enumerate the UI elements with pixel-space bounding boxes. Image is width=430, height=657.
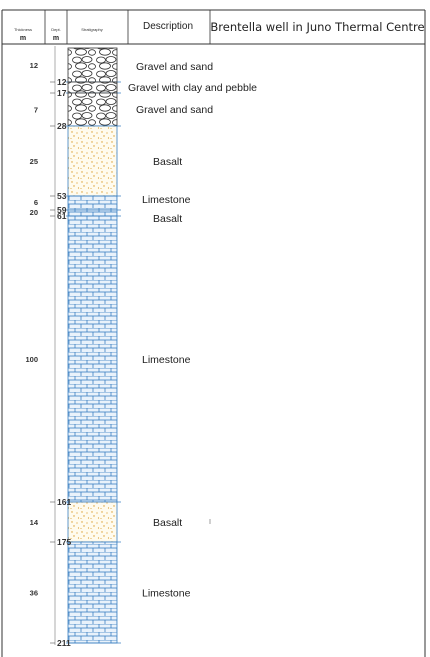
layer-basalt [67, 125, 118, 197]
thickness-unit: m [19, 35, 27, 42]
thickness-label: 100 [25, 355, 38, 364]
layer-description: Limestone [142, 588, 191, 600]
depth-unit: m [52, 35, 60, 42]
layer-description: Gravel with clay and pebble [128, 82, 257, 94]
depth-label: 12 [57, 77, 67, 87]
thickness-label: 6 [34, 198, 38, 207]
layer-description: Limestone [142, 194, 191, 206]
layer-gravel [67, 81, 118, 94]
layer-gravel [67, 92, 118, 127]
depth-label: 59 [57, 205, 67, 215]
layer-description: Basalt [153, 156, 182, 168]
layer-description: Limestone [142, 354, 191, 366]
thickness-label: 36 [30, 589, 38, 598]
depth-header: Dept. [51, 27, 61, 32]
layer-description: Basalt [153, 517, 182, 529]
layer-limestone [67, 541, 118, 644]
layer-limestone [67, 215, 118, 503]
thickness-label: 25 [30, 157, 38, 166]
depth-label: 161 [57, 497, 71, 507]
thickness-label: 14 [30, 518, 39, 527]
thickness-label: 20 [30, 208, 38, 217]
stratigraphy-header: Stratigraphy [81, 27, 103, 32]
depth-label: 28 [57, 121, 67, 131]
layer-description: Gravel and sand [136, 61, 213, 73]
layer-description: Basalt [153, 213, 182, 225]
layer-limestone [67, 209, 118, 217]
layer-description: Gravel and sand [136, 104, 213, 116]
description-header: Description [142, 21, 194, 32]
depth-label: 17 [57, 88, 67, 98]
well-title: Brentella well in Juno Thermal Centre [210, 20, 425, 34]
layer-gravel [67, 47, 118, 83]
layer-limestone [67, 195, 118, 211]
depth-label: 211 [57, 638, 71, 648]
layer-basalt [67, 501, 118, 543]
thickness-label: 12 [30, 61, 38, 70]
depth-label: 175 [57, 537, 71, 547]
thickness-header: Thickness [13, 27, 32, 32]
thickness-label: 7 [34, 106, 38, 115]
depth-label: 53 [57, 191, 67, 201]
depth-label: 61 [57, 211, 67, 221]
